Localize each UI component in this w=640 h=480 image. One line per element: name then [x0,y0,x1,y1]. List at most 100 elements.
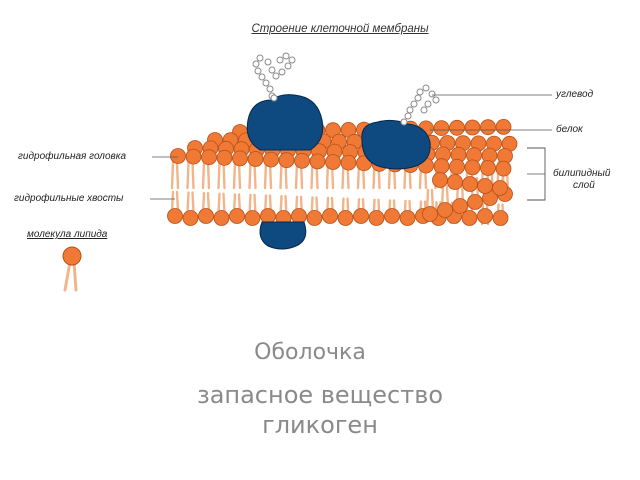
lipid-head [464,119,481,136]
lipid-head [229,208,245,224]
lipid-tail [175,160,180,190]
membrane-diagram [62,52,552,292]
protein-right [361,119,431,170]
lipid-tail [186,191,190,214]
lipid-head [495,160,512,177]
sugar-bead [276,56,284,64]
sugar-bead [284,62,292,70]
sugar-bead [404,112,412,120]
protein-bottom [259,221,307,250]
sugar-bead [278,68,286,76]
sugar-bead [272,72,280,80]
lipid-tail [191,160,195,190]
sugar-bead [288,56,296,64]
sugar-bead [270,94,278,102]
lipid-head [325,154,341,170]
lipid-head [464,159,481,176]
lipid-head [170,148,186,164]
sugar-bead [410,100,418,108]
lipid-head [399,210,416,226]
lipid-head [492,180,508,196]
lipid-head [492,210,509,226]
sugar-bead [268,66,276,74]
label-hydrophilic-head: гидрофильная головка [18,151,127,162]
lipid-head [433,158,450,175]
sugar-bead [414,94,422,102]
sugar-bead [262,79,270,87]
caption-glycogen-line: гликоген [262,411,378,439]
lipid-head [480,160,496,176]
label-bilipid-line2: слой [573,180,595,191]
lipid-head [263,151,279,168]
lipid-head [467,194,483,210]
lipid-head [433,120,450,137]
lipid-head [306,210,323,226]
lipid-tail [263,160,268,190]
lipid-tail [222,160,226,190]
sugar-bead [254,67,262,75]
lipid-head [422,206,438,222]
lipid-head [247,151,264,167]
lipid-tail [279,160,283,190]
lipid-tail [201,160,206,190]
sugar-bead [432,96,440,104]
sugar-bead [406,106,414,114]
sugar-bead [424,100,432,108]
lipid-head [340,154,357,171]
caption-storage: запасное вещество гликоген [0,380,640,440]
lipid-head [452,198,468,214]
lipid-head [182,210,199,226]
label-lipid-molecule: молекула липида [27,229,108,240]
lipid-head [337,210,354,226]
protein-left [246,94,324,151]
lipid-tail [186,160,190,190]
lipid-head [260,208,276,224]
lipid-tail [217,160,221,190]
lipid-head [198,208,214,224]
sugar-bead [256,54,264,62]
sugar-bead [266,85,274,93]
lipid-tail [248,160,252,190]
lipid-head [294,152,310,169]
sugar-bead [258,73,266,81]
sugar-bead [420,106,428,114]
lipid-head [480,119,496,136]
carbohydrate-chains [252,52,440,126]
label-bilipid-line1: билипидный [553,168,611,179]
lipid-head [291,208,307,224]
lipid-head [461,210,478,226]
lipid-head [216,149,233,166]
lipid-head [322,208,338,224]
label-protein: белок [556,124,583,135]
lipid-molecule-icon [62,246,82,292]
lipid-head [201,149,217,166]
sugar-bead [422,84,430,92]
lipid-head [368,210,385,226]
sugar-bead [400,118,408,126]
lipid-head [449,119,465,136]
lipid-tail [191,191,195,214]
lipid-head [185,148,202,165]
lipid-head [477,178,493,194]
label-hydrophobic-tails: гидрофильные хвосты [14,193,124,204]
lipid-head [384,208,400,224]
lipid-head [232,150,248,167]
lipid-tail [170,160,175,190]
lipid-head [309,153,326,170]
lipid-head [213,210,230,226]
lipid-head [278,152,295,169]
lipid-head [449,158,465,175]
label-carbohydrate: углевод [556,89,594,100]
lipid-head [477,208,493,224]
lipid-tail [237,160,242,190]
lipid-head [353,208,369,224]
lipid-head [167,208,183,224]
lipid-tail [217,192,221,216]
sugar-bead [416,88,424,96]
lipid-tail [232,160,237,190]
lipid-head [432,172,448,188]
caption-storage-line: запасное вещество [196,381,444,409]
sugar-bead [264,58,272,66]
lipid-tail [206,160,211,190]
lipid-head [462,176,478,192]
